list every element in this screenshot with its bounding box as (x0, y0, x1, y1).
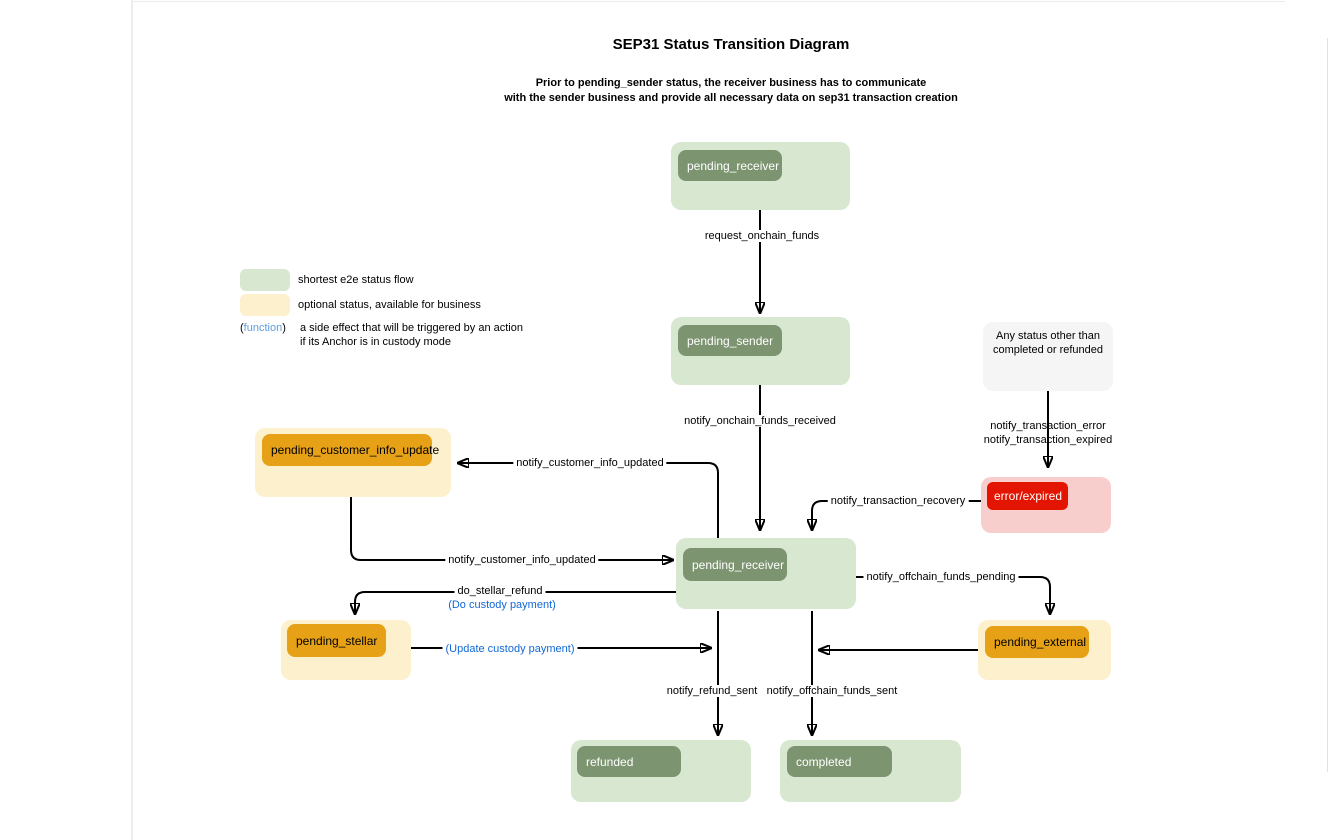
status-badge: pending_receiver (683, 548, 787, 581)
legend-function-token: (function) (240, 322, 286, 334)
edge-label-notify-refund-sent: notify_refund_sent (663, 685, 761, 697)
status-badge: pending_sender (678, 325, 782, 356)
edge-label-notify-transaction-recovery: notify_transaction_recovery (827, 495, 969, 507)
function-paren-open: ( (240, 322, 244, 334)
status-badge: pending_customer_info_update (262, 434, 439, 466)
edge-label-do-custody-payment: (Do custody payment) (448, 599, 556, 611)
any-status-line-1: Any status other than (996, 330, 1100, 342)
edge-label-notify-transaction-expired: notify_transaction_expired (983, 434, 1113, 446)
status-badge: pending_stellar (287, 624, 386, 657)
edge-notify-customer-info-updated-top (457, 463, 719, 538)
edge-label-notify-onchain-funds-received: notify_onchain_funds_received (681, 415, 839, 427)
status-badge: completed (787, 746, 892, 777)
node-pending-stellar: pending_stellar (281, 620, 411, 680)
diagram-subtitle: Prior to pending_sender status, the rece… (381, 76, 1081, 106)
node-pending-receiver-top: pending_receiver (671, 142, 850, 210)
node-pending-receiver-mid: pending_receiver (676, 538, 856, 609)
edge-label-do-stellar-refund: do_stellar_refund (454, 585, 546, 597)
legend-yellow-label: optional status, available for business (298, 299, 481, 311)
any-status-line-2: completed or refunded (992, 344, 1104, 356)
subtitle-line-1: Prior to pending_sender status, the rece… (535, 77, 927, 89)
edge-notify-transaction-recovery (812, 500, 985, 531)
edge-label-notify-offchain-funds-sent: notify_offchain_funds_sent (763, 685, 901, 697)
status-badge: pending_external (985, 626, 1089, 658)
node-pending-sender: pending_sender (671, 317, 850, 385)
edge-label-request-onchain-funds: request_onchain_funds (701, 230, 823, 242)
edge-notify-customer-info-updated-bottom (350, 497, 674, 560)
edge-notify-offchain-funds-pending (856, 576, 1050, 615)
node-completed: completed (780, 740, 961, 802)
page-border-right (1327, 38, 1328, 772)
node-any-status: Any status other than completed or refun… (983, 322, 1113, 391)
legend-function-desc-1: a side effect that will be triggered by … (300, 322, 523, 334)
legend-function-desc-2: if its Anchor is in custody mode (300, 336, 452, 348)
status-badge: error/expired (987, 482, 1068, 510)
function-paren-close: ) (282, 322, 286, 334)
legend-green-label: shortest e2e status flow (298, 274, 414, 286)
edge-label-notify-offchain-funds-pending: notify_offchain_funds_pending (863, 571, 1019, 583)
subtitle-line-2: with the sender business and provide all… (504, 92, 958, 104)
node-error-expired: error/expired (981, 477, 1111, 533)
function-word: function (243, 322, 283, 334)
status-badge: pending_receiver (678, 150, 782, 181)
diagram-title: SEP31 Status Transition Diagram (612, 36, 850, 53)
node-refunded: refunded (571, 740, 751, 802)
edge-label-update-custody-payment: (Update custody payment) (442, 643, 578, 655)
any-status-text: Any status other than completed or refun… (983, 329, 1113, 357)
legend-swatch-green (240, 269, 290, 291)
page-border-left (131, 0, 133, 840)
node-pending-external: pending_external (978, 620, 1111, 680)
edge-label-notify-transaction-error: notify_transaction_error (990, 420, 1106, 432)
edge-label-notify-customer-info-updated-bottom: notify_customer_info_updated (445, 554, 599, 566)
edge-do-stellar-refund (355, 591, 676, 615)
legend-swatch-yellow (240, 294, 290, 316)
page-border-top (131, 1, 1285, 2)
status-badge: refunded (577, 746, 681, 777)
node-pending-customer-info-update: pending_customer_info_update (255, 428, 451, 497)
edge-label-notify-customer-info-updated-top: notify_customer_info_updated (513, 457, 667, 469)
